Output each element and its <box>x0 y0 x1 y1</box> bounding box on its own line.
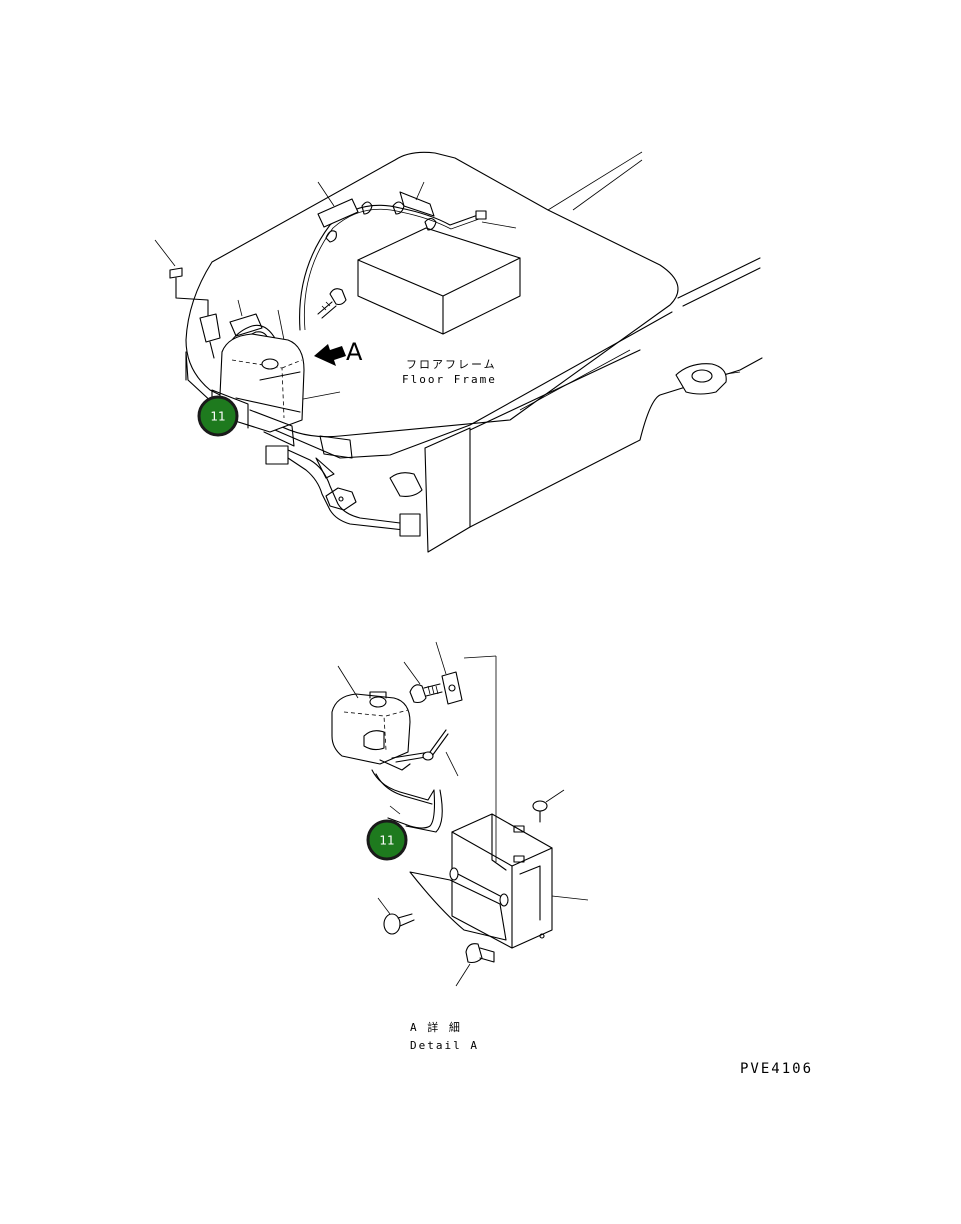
clamps-top <box>317 191 487 243</box>
bolt-lower-detail <box>465 943 495 964</box>
floor-frame-side <box>185 311 673 459</box>
view-arrow-label: A <box>346 338 363 366</box>
floor-frame-label-en: Floor Frame <box>402 373 497 386</box>
left-clip <box>169 267 221 359</box>
cover-box <box>409 813 553 949</box>
battery-box <box>357 227 521 335</box>
detail-title-jp: A 詳 細 <box>410 1020 462 1034</box>
detail-title-en: Detail A <box>410 1039 479 1052</box>
upper-view: A フロアフレーム Floor Frame 11 <box>154 151 763 553</box>
side-beam <box>677 257 761 299</box>
hex-cover <box>325 487 357 511</box>
detail-view: 11 A 詳 細 Detail A <box>331 641 589 1052</box>
knob-detail <box>383 913 415 935</box>
callout-badge-11-upper[interactable]: 11 <box>197 395 239 437</box>
callout-label: 11 <box>379 834 394 848</box>
floor-frame-outline <box>185 151 679 438</box>
washer-tank-detail <box>331 691 449 833</box>
drawing-code: PVE4106 <box>740 1061 813 1077</box>
eye-bracket <box>675 363 727 395</box>
floor-frame-label-jp: フロアフレーム <box>406 358 497 371</box>
callout-label: 11 <box>210 410 225 424</box>
washer-tank-upper <box>219 313 421 537</box>
bolt-upper <box>317 288 347 319</box>
bolt-detail <box>409 683 443 704</box>
view-arrow: A <box>314 338 363 366</box>
grommet-detail <box>532 800 548 823</box>
bracket-detail <box>441 671 463 705</box>
callout-badge-11-detail[interactable]: 11 <box>366 819 408 861</box>
lower-chassis <box>424 427 471 553</box>
